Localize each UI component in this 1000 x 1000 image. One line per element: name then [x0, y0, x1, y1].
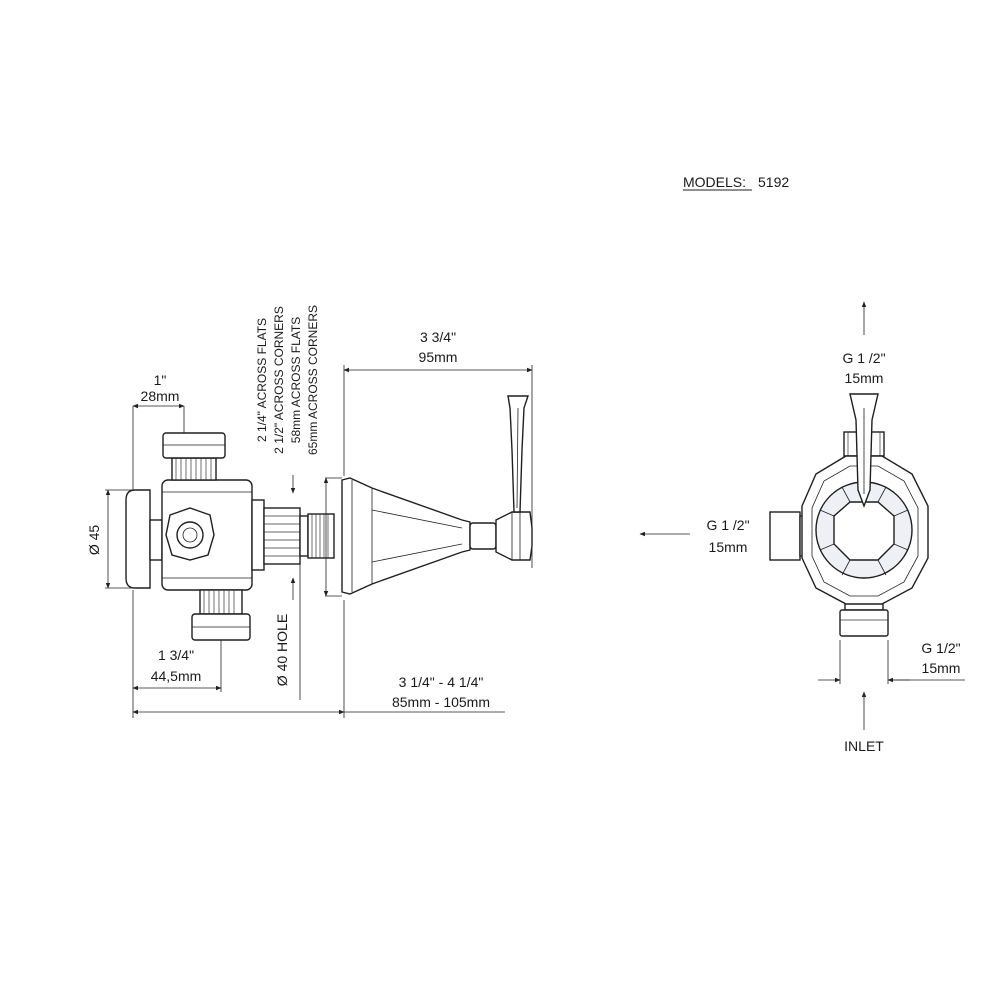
side-view: 1" 28mm Ø 45 1 3/4" 44,5mm Ø 40 HOLE 2 1…	[86, 305, 533, 718]
bottom-threaded-stub	[199, 589, 243, 615]
lever-hub	[495, 511, 533, 561]
bottom-outlet-metric: 15mm	[922, 660, 961, 676]
depth-imperial: 3 1/4" - 4 1/4"	[399, 674, 484, 690]
bottom-pipe-metric: 44,5mm	[151, 668, 202, 684]
top-threaded-stub	[171, 457, 217, 481]
inlet-label: INLET	[844, 738, 884, 754]
body-spigot	[251, 499, 265, 571]
handle-metric: 95mm	[419, 349, 458, 365]
top-pipe-imperial: 1"	[154, 372, 167, 388]
sleeve-collar	[299, 515, 309, 557]
inner-octagon	[833, 501, 895, 561]
back-cap-dome	[125, 489, 151, 589]
left-outlet-metric: 15mm	[709, 539, 748, 555]
flats-line-4: 65mm ACROSS CORNERS	[306, 305, 320, 455]
front-left-nut	[769, 511, 801, 561]
concealing-shroud	[341, 477, 471, 595]
models-value: 5192	[758, 174, 789, 190]
front-bottom-nut	[839, 609, 889, 637]
top-outlet-imperial: G 1 /2"	[842, 350, 885, 366]
front-view: G 1 /2" 15mm G 1 /2" 15mm G 1/2" 15mm IN…	[639, 301, 965, 754]
back-cap-neck	[149, 519, 163, 561]
top-compression-nut	[162, 432, 226, 459]
flats-line-1: 2 1/4" ACROSS FLATS	[255, 318, 269, 442]
hole-label: Ø 40 HOLE	[274, 614, 290, 686]
flats-line-2: 2 1/2" ACROSS CORNERS	[272, 306, 286, 454]
left-outlet-imperial: G 1 /2"	[706, 517, 749, 533]
models-label: MODELS:	[683, 174, 746, 190]
lever-arm	[507, 395, 529, 513]
bottom-outlet-imperial: G 1/2"	[921, 640, 960, 656]
spindle-sleeve	[263, 507, 301, 565]
handle-spindle	[469, 522, 497, 550]
flats-line-3: 58mm ACROSS FLATS	[289, 317, 303, 443]
union-bore	[176, 521, 204, 549]
diameter-label: Ø 45	[86, 525, 102, 556]
bottom-pipe-imperial: 1 3/4"	[158, 647, 194, 663]
depth-metric: 85mm - 105mm	[392, 694, 490, 710]
top-pipe-metric: 28mm	[141, 388, 180, 404]
handle-imperial: 3 3/4"	[420, 329, 456, 345]
models-header: MODELS: 5192	[683, 174, 789, 191]
top-outlet-metric: 15mm	[845, 370, 884, 386]
